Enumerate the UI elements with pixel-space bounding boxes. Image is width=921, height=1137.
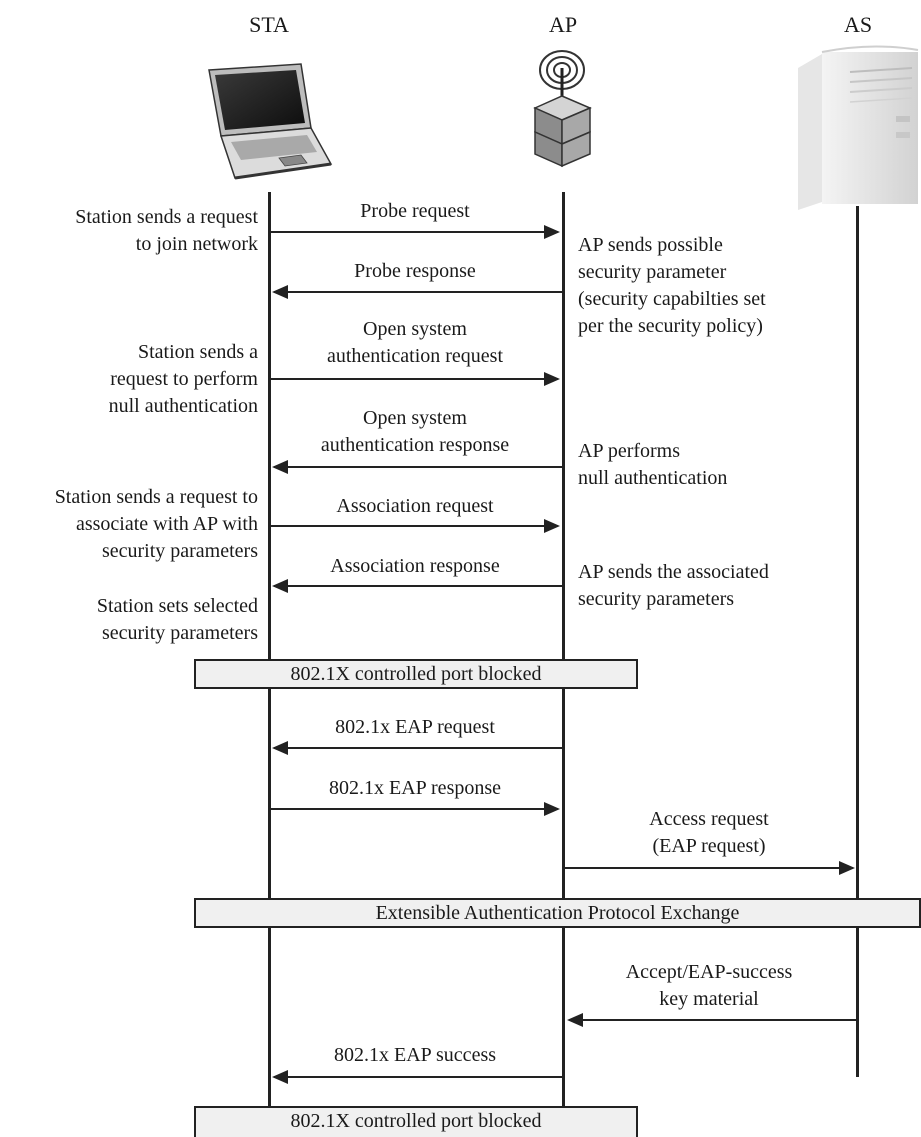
note-assoc-line-3: security parameters: [101, 540, 258, 562]
msg-accept-label: Accept/EAP-success key material: [565, 959, 853, 1013]
arrow-eap-response: [270, 802, 560, 816]
arrow-assoc-response: [272, 579, 562, 593]
msg-assoc-request-label: Association request: [336, 495, 494, 517]
arrow-eap-request: [272, 741, 562, 755]
msg-open-response-line-2: authentication response: [320, 434, 510, 456]
note-ap-null-line-1: AP performs: [578, 440, 681, 462]
arrow-probe-request: [270, 225, 560, 239]
msg-probe-request-label: Probe request: [360, 200, 470, 222]
msg-access-request-line-1: Access request: [649, 808, 769, 830]
msg-accept-line-1: Accept/EAP-success: [625, 961, 793, 983]
note-sec-line-2: security parameter: [578, 261, 727, 283]
actor-label-sta: STA: [249, 12, 289, 37]
note-ap-associated: AP sends the associated security paramet…: [578, 559, 769, 613]
msg-access-request-line-2: (EAP request): [652, 835, 766, 857]
bar-port-blocked-2: 802.1X controlled port blocked: [194, 1106, 638, 1137]
note-join-line-1: Station sends a request: [75, 206, 258, 228]
msg-open-request-line-2: authentication request: [326, 345, 504, 367]
note-ap-assoc-line-2: security parameters: [578, 588, 735, 610]
arrow-eap-success: [272, 1070, 562, 1084]
note-null-auth-request: Station sends a request to perform null …: [109, 339, 258, 420]
note-assoc-line-2: associate with AP with: [75, 513, 258, 535]
note-sets-line-2: security parameters: [101, 622, 258, 644]
note-ap-null-line-2: null authentication: [578, 467, 728, 489]
laptop-icon: [208, 63, 333, 180]
note-null-line-3: null authentication: [108, 395, 258, 417]
arrow-probe-response: [272, 285, 562, 299]
bar-port-blocked-1: 802.1X controlled port blocked: [194, 659, 638, 689]
msg-eap-response-label: 802.1x EAP response: [328, 777, 502, 799]
note-join-line-2: to join network: [135, 233, 258, 255]
note-ap-security: AP sends possible security parameter (se…: [578, 232, 766, 340]
actor-label-as: AS: [843, 12, 873, 37]
msg-open-request-label: Open system authentication request: [270, 316, 560, 370]
msg-assoc-response-label: Association response: [330, 555, 500, 577]
access-point-icon: [533, 50, 592, 168]
note-join: Station sends a request to join network: [75, 204, 258, 258]
note-assoc-line-1: Station sends a request to: [54, 486, 258, 508]
arrow-open-request: [270, 372, 560, 386]
note-null-line-1: Station sends a: [138, 341, 258, 363]
msg-eap-success-label: 802.1x EAP success: [333, 1044, 497, 1066]
note-ap-null-auth: AP performs null authentication: [578, 438, 727, 492]
msg-access-request-label: Access request (EAP request): [565, 806, 853, 860]
note-sets-line-1: Station sets selected: [96, 595, 258, 617]
note-sec-line-4: per the security policy): [578, 315, 763, 337]
note-sec-line-3: (security capabilties set: [578, 288, 766, 310]
arrow-open-response: [272, 460, 562, 474]
msg-open-request-line-1: Open system: [363, 318, 467, 340]
note-sets-params: Station sets selected security parameter…: [97, 593, 258, 647]
note-ap-assoc-line-1: AP sends the associated: [578, 561, 769, 583]
actor-label-ap: AP: [548, 12, 578, 37]
arrow-access-request: [565, 861, 855, 875]
arrow-accept: [567, 1013, 856, 1027]
note-associate: Station sends a request to associate wit…: [55, 484, 258, 565]
msg-accept-line-2: key material: [659, 988, 759, 1010]
note-sec-line-1: AP sends possible: [578, 234, 723, 256]
msg-probe-response-label: Probe response: [354, 260, 476, 282]
msg-open-response-line-1: Open system: [363, 407, 467, 429]
bar-eap-exchange: Extensible Authentication Protocol Excha…: [194, 898, 921, 928]
msg-eap-request-label: 802.1x EAP request: [335, 716, 495, 738]
msg-open-response-label: Open system authentication response: [270, 405, 560, 459]
arrow-assoc-request: [270, 519, 560, 533]
server-icon: [798, 45, 919, 210]
note-null-line-2: request to perform: [110, 368, 258, 390]
as-lifeline: [856, 206, 859, 1077]
